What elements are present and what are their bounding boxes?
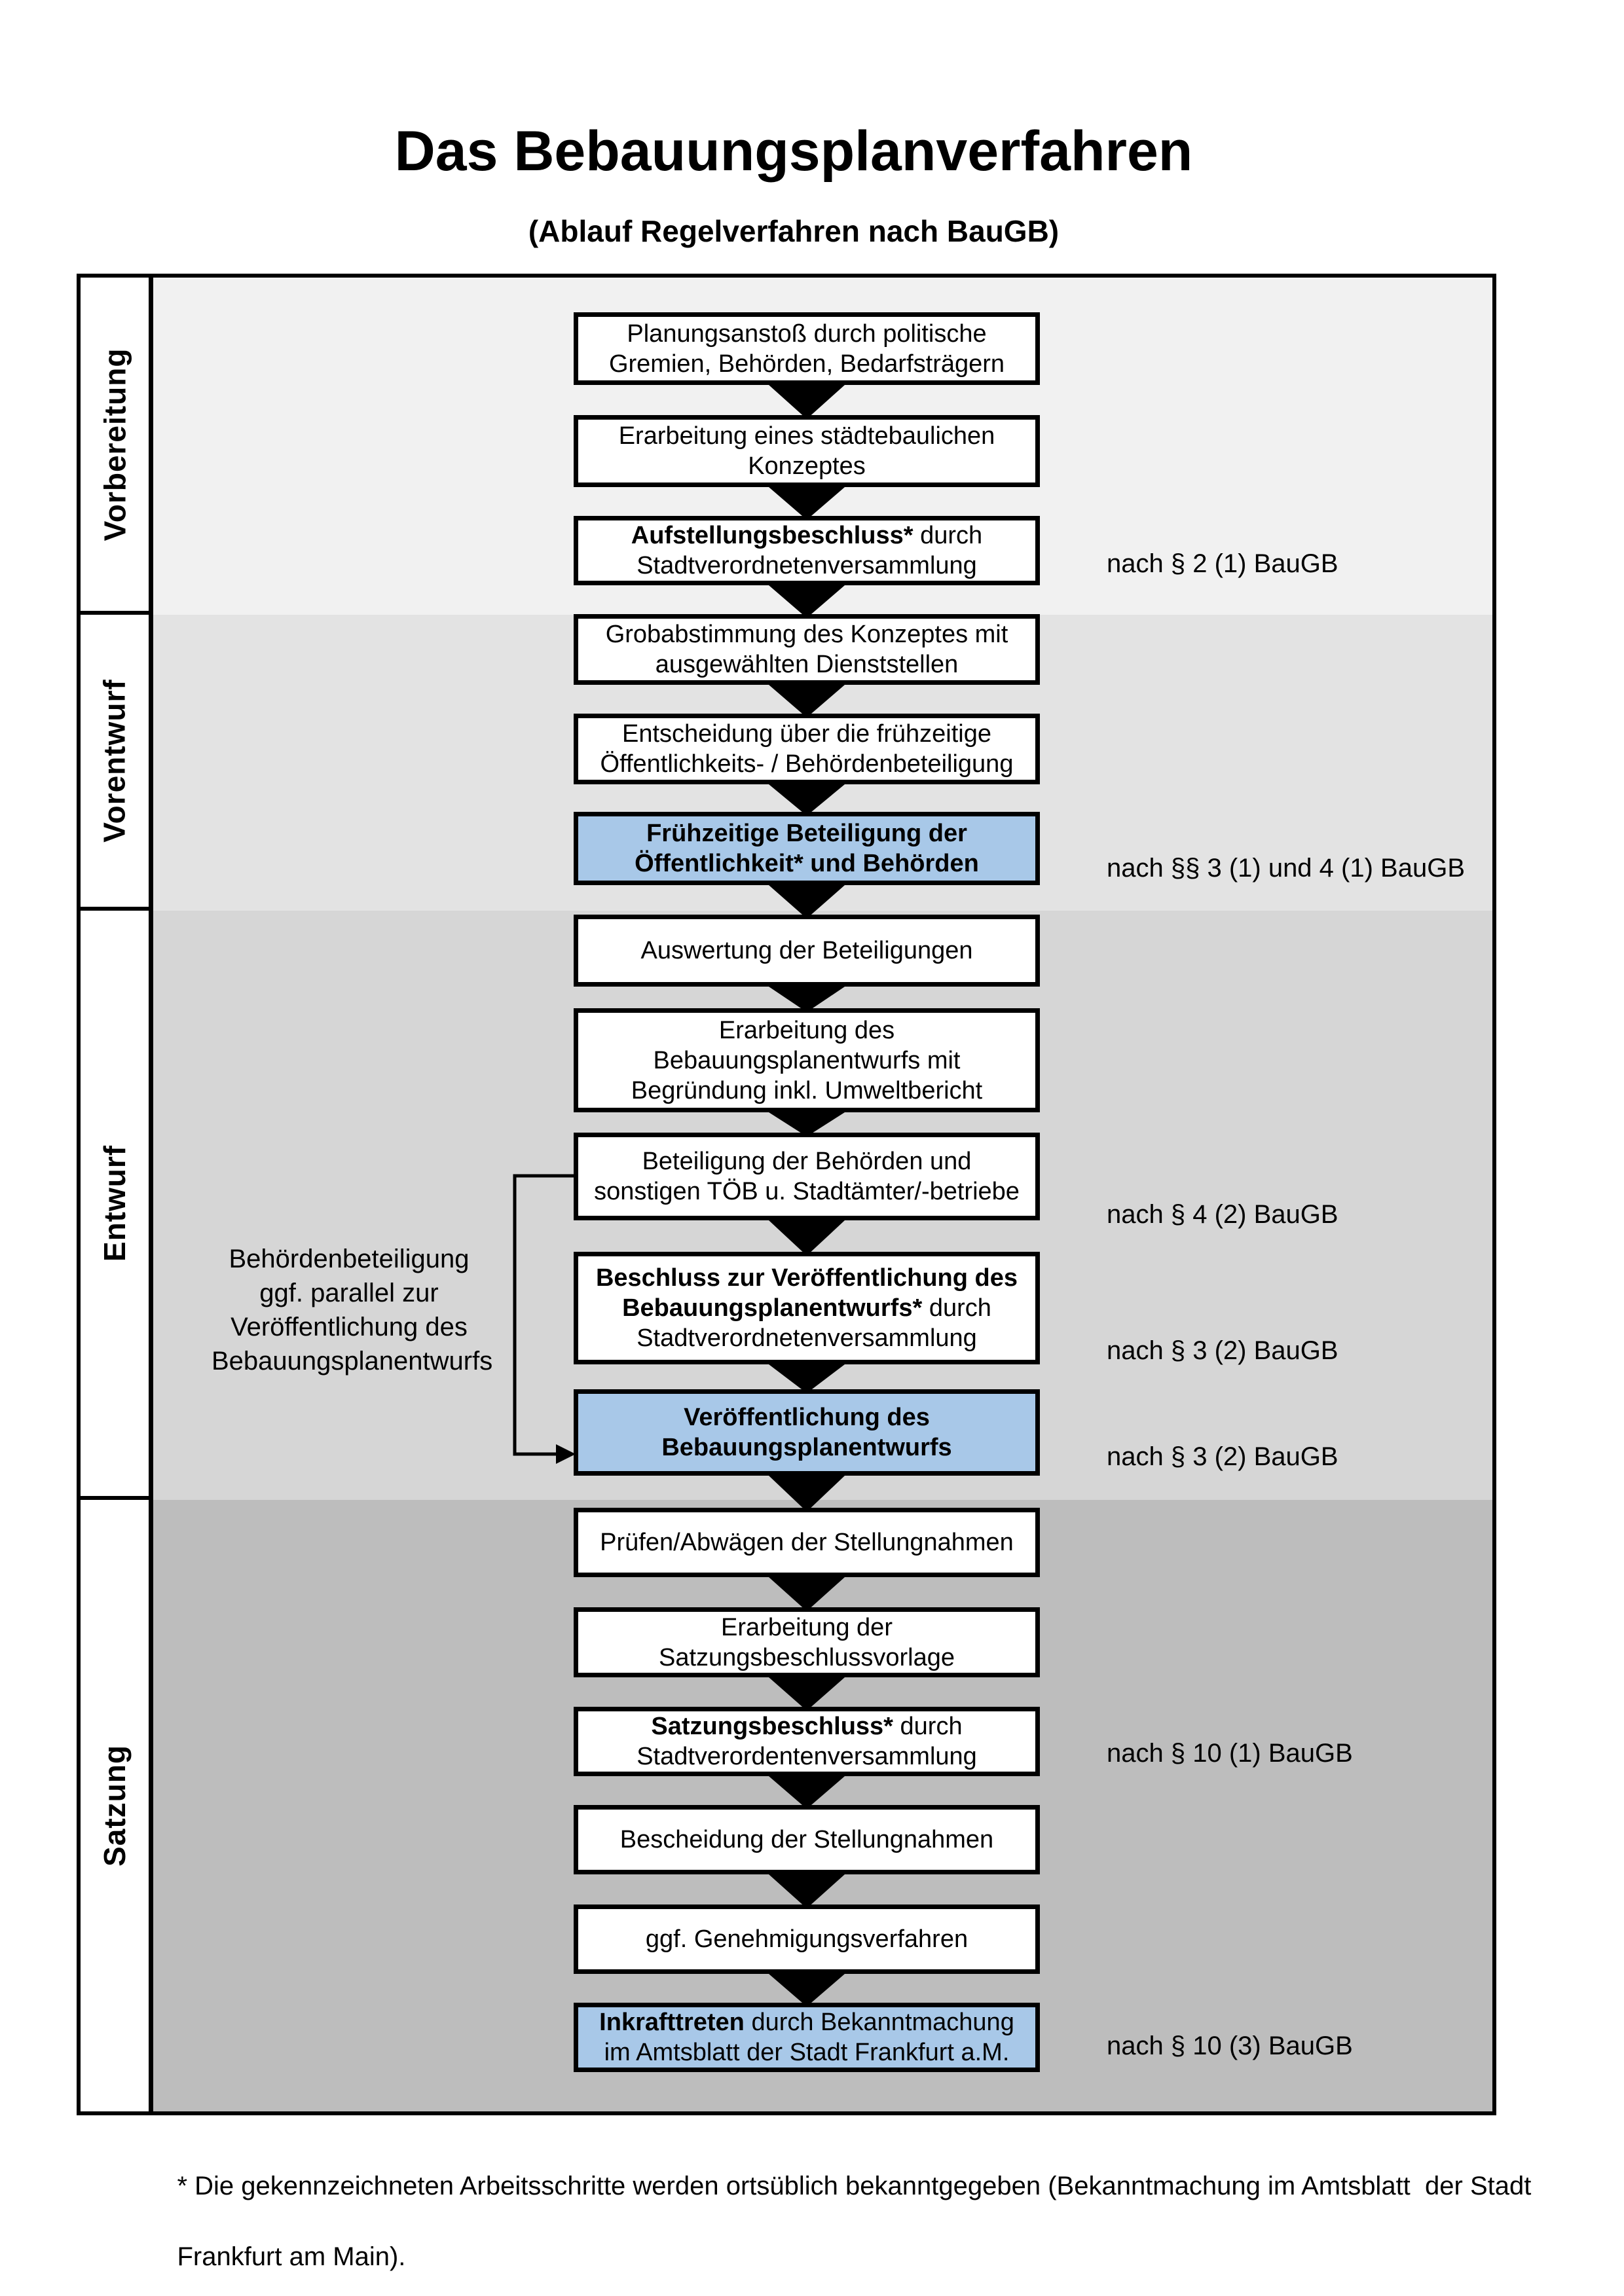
phase-cell-entwurf: Entwurf xyxy=(81,911,153,1500)
legal-ref-aufstellungsbeschluss: nach § 2 (1) BauGB xyxy=(1107,549,1338,578)
phase-cell-vorentwurf: Vorentwurf xyxy=(81,615,153,911)
legal-ref-inkrafttreten: nach § 10 (3) BauGB xyxy=(1107,2032,1353,2060)
phase-label-vorentwurf: Vorentwurf xyxy=(98,679,132,843)
step-bescheidung-stellungnahmen: Bescheidung der Stellungnahmen xyxy=(574,1805,1040,1874)
flow-arrow-down-icon xyxy=(769,385,845,419)
phase-cell-vorbereitung: Vorbereitung xyxy=(81,278,153,615)
phase-label-vorbereitung: Vorbereitung xyxy=(98,348,132,541)
flow-arrow-down-icon xyxy=(769,1364,845,1393)
footnote-line-2: Frankfurt am Main). xyxy=(177,2242,406,2271)
phase-cell-satzung: Satzung xyxy=(81,1500,153,2111)
parallel-connector-arrow xyxy=(513,1174,576,1464)
flow-arrow-down-icon xyxy=(769,1577,845,1611)
flow-arrow-down-icon xyxy=(769,885,845,919)
footnote-line-1: * Die gekennzeichneten Arbeitsschritte w… xyxy=(177,2172,1532,2200)
footnote: * Die gekennzeichneten Arbeitsschritte w… xyxy=(148,2133,1569,2296)
page-subtitle: (Ablauf Regelverfahren nach BauGB) xyxy=(528,214,1060,248)
phase-label-entwurf: Entwurf xyxy=(98,1144,132,1262)
flow-arrow-down-icon xyxy=(769,1220,845,1256)
step-ggf-genehmigungsverfahren: ggf. Genehmigungsverfahren xyxy=(574,1904,1040,1974)
flow-arrow-down-icon xyxy=(769,1112,845,1137)
flow-arrow-down-icon xyxy=(769,585,845,618)
flowchart-frame: Vorbereitung Vorentwurf Entwurf Satzung … xyxy=(77,274,1496,2115)
flow-arrow-down-icon xyxy=(769,685,845,718)
step-auswertung-beteiligungen: Auswertung der Beteiligungen xyxy=(574,915,1040,987)
flow-arrow-down-icon xyxy=(769,784,845,816)
flow-arrow-down-icon xyxy=(769,1476,845,1512)
legal-ref-satzungsbeschluss: nach § 10 (1) BauGB xyxy=(1107,1739,1353,1768)
legal-ref-behoerdenbeteiligung: nach § 4 (2) BauGB xyxy=(1107,1200,1338,1229)
legal-ref-beschluss-veroeffentlichung: nach § 3 (2) BauGB xyxy=(1107,1336,1338,1365)
flow-arrow-down-icon xyxy=(769,487,845,520)
flow-arrow-down-icon xyxy=(769,1974,845,2007)
flow-arrow-down-icon xyxy=(769,1776,845,1809)
flow-arrow-down-icon xyxy=(769,1677,845,1711)
flow-arrow-down-icon xyxy=(769,987,845,1012)
legal-ref-veroeffentlichung: nach § 3 (2) BauGB xyxy=(1107,1442,1338,1471)
legal-ref-fruehzeitige-beteiligung: nach §§ 3 (1) und 4 (1) BauGB xyxy=(1107,854,1465,883)
phase-label-satzung: Satzung xyxy=(98,1745,132,1867)
page-title: Das Bebauungsplanverfahren xyxy=(394,120,1193,183)
step-pruefen-abwaegen-stellungnahmen: Prüfen/Abwägen der Stellungnahmen xyxy=(574,1508,1040,1577)
flow-arrow-down-icon xyxy=(769,1874,845,1908)
